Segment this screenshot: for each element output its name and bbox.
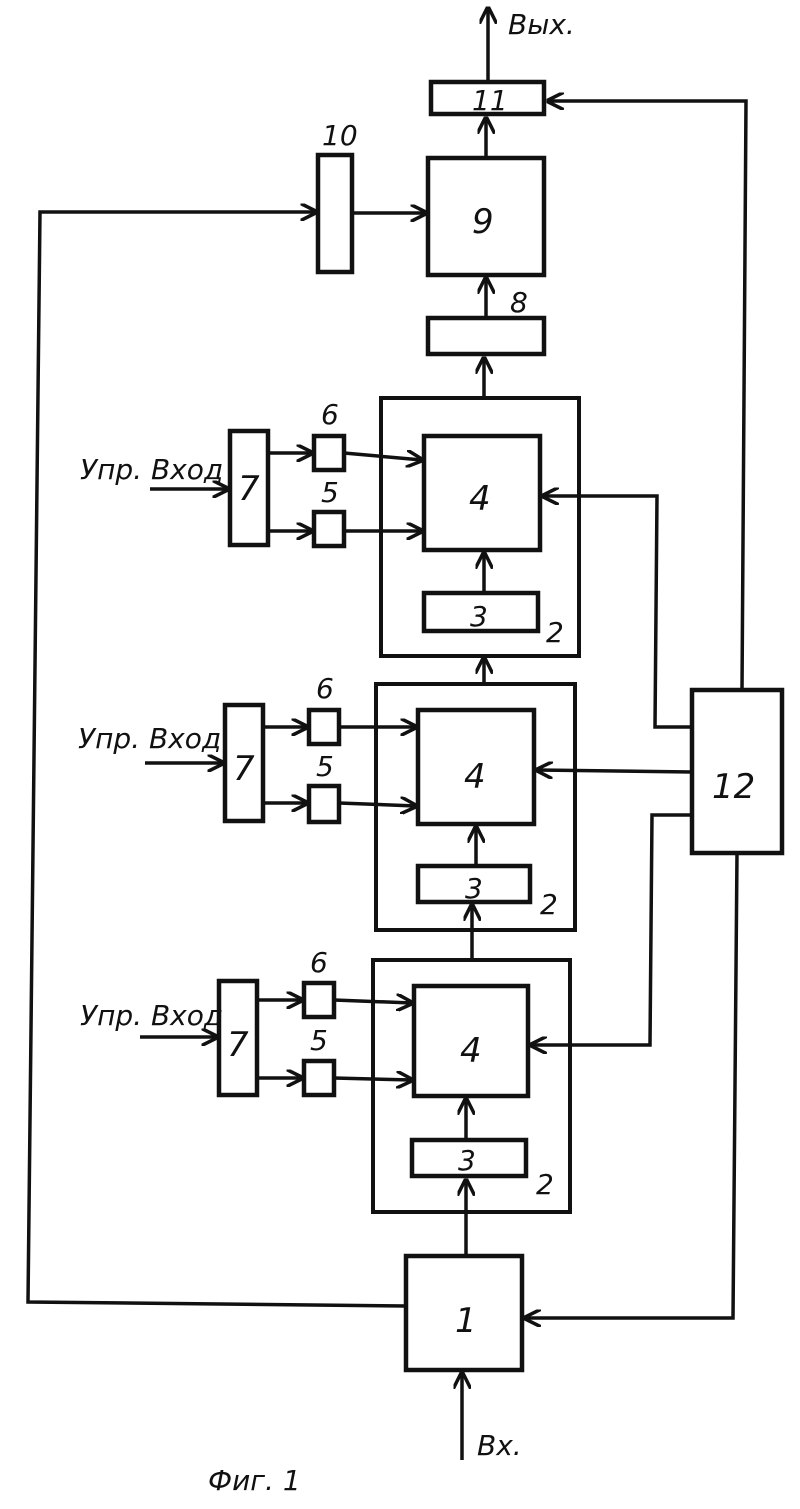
control-input-middle-label: Упр. Вход: [78, 722, 221, 755]
block-4-top-label: 4: [469, 479, 491, 519]
block-8-label: 8: [510, 286, 528, 319]
block-8: [428, 318, 544, 354]
stage-middle: 2 4 3 7 6 5 Упр. Вход: [78, 672, 575, 958]
block-1-label: 1: [455, 1301, 477, 1341]
wire-12-to-1: [525, 853, 737, 1318]
block-11-label: 11: [472, 84, 508, 117]
wire-12-to-4-top: [543, 496, 692, 727]
block-2-middle-label: 2: [540, 888, 558, 921]
control-input-bottom-label: Упр. Вход: [80, 999, 223, 1032]
block-3-top-label: 3: [470, 600, 488, 633]
block-7-top-label: 7: [238, 469, 260, 509]
wire-5-to-4-bottom: [334, 1078, 412, 1080]
block-5-bottom-label: 5: [310, 1024, 328, 1057]
block-5-middle-label: 5: [316, 750, 334, 783]
control-input-top-label: Упр. Вход: [80, 453, 223, 486]
wire-6-to-4-bottom: [334, 1000, 412, 1003]
block-6-bottom: [304, 983, 334, 1017]
wire-1-to-10: [28, 212, 406, 1306]
stage-bottom: 2 4 3 7 6 5 Упр. Вход: [80, 946, 570, 1254]
figure-caption: Фиг. 1: [208, 1464, 301, 1497]
block-9-label: 9: [472, 202, 494, 242]
block-2-bottom-label: 2: [536, 1168, 554, 1201]
block-4-middle-label: 4: [464, 757, 486, 797]
block-3-bottom-label: 3: [458, 1144, 476, 1177]
block-6-top: [314, 436, 344, 470]
block-10-label: 10: [322, 119, 358, 152]
block-5-top-label: 5: [321, 476, 339, 509]
output-section: Вых. 11 9 10 8: [318, 8, 575, 398]
block-7-bottom-label: 7: [227, 1025, 249, 1065]
block-4-bottom-label: 4: [460, 1031, 482, 1071]
block-7-middle-label: 7: [233, 749, 255, 789]
stage-top: 2 4 3 7 6 5 Упр. Вход: [80, 398, 579, 682]
control-section: 12: [525, 101, 782, 1318]
block-6-top-label: 6: [321, 398, 339, 431]
block-5-bottom: [304, 1061, 334, 1095]
wire-5-to-4-middle: [339, 803, 416, 806]
wire-12-to-4-middle: [537, 770, 692, 772]
block-12-label: 12: [712, 767, 755, 807]
block-6-middle-label: 6: [316, 672, 334, 705]
block-10: [318, 155, 352, 272]
input-label: Вх.: [477, 1429, 522, 1462]
block-5-top: [314, 512, 344, 546]
block-2-top-label: 2: [546, 616, 564, 649]
block-6-middle: [309, 710, 339, 744]
block-5-middle: [309, 786, 339, 822]
output-label: Вых.: [508, 8, 575, 41]
block-3-middle-label: 3: [465, 872, 483, 905]
block-6-bottom-label: 6: [310, 946, 328, 979]
